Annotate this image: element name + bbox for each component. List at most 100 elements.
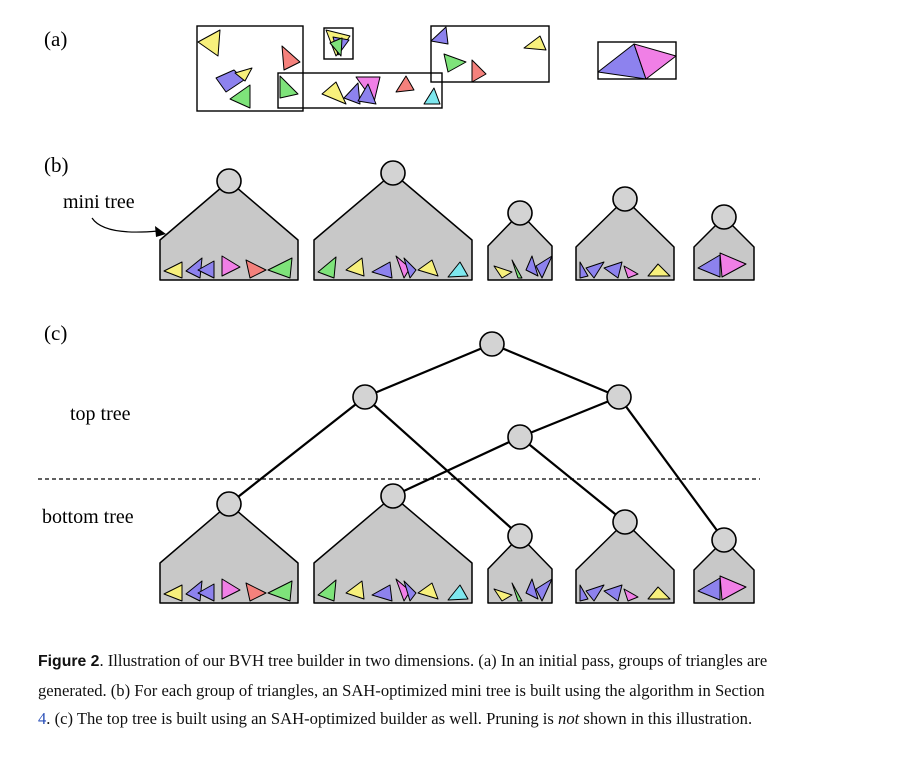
triangle xyxy=(647,586,671,600)
subtree-sm1 xyxy=(487,200,553,281)
triangle xyxy=(603,261,623,279)
subtree-shape xyxy=(487,535,553,604)
triangle xyxy=(395,255,411,279)
bottom-trees xyxy=(159,483,755,604)
triangle xyxy=(430,26,449,45)
panel-a-triangles xyxy=(197,26,677,109)
subtree-big2 xyxy=(313,483,473,604)
triangle xyxy=(623,265,639,279)
triangle xyxy=(371,584,393,602)
triangle xyxy=(197,29,221,57)
tree-edge xyxy=(491,342,620,399)
tree-edge xyxy=(519,436,626,523)
triangle xyxy=(403,257,417,279)
triangle xyxy=(163,261,183,279)
triangle xyxy=(279,75,299,99)
group-bounding-boxes xyxy=(196,25,677,112)
triangle xyxy=(221,255,241,277)
triangle xyxy=(719,252,747,278)
panel-a-label: (a) xyxy=(44,27,67,51)
triangle xyxy=(447,261,469,278)
subtree-root-node xyxy=(216,168,242,194)
tree-edge xyxy=(392,436,521,497)
bounding-box xyxy=(323,27,354,60)
tree-edge xyxy=(618,396,725,541)
bounding-box xyxy=(277,72,443,109)
figure-illustration: (a) (b) (c) mini tree top tree bottom tr… xyxy=(38,25,760,604)
subtree-big1 xyxy=(159,168,299,281)
bottom-tree-label: bottom tree xyxy=(42,506,134,528)
triangle xyxy=(633,43,677,80)
triangle xyxy=(345,580,365,600)
triangle xyxy=(423,87,441,105)
triangle xyxy=(197,583,215,602)
subtree-sm2 xyxy=(575,186,675,281)
mini-trees xyxy=(159,160,755,281)
subtree-shape xyxy=(313,495,473,604)
subtree-shape xyxy=(575,521,675,604)
subtree-sm3 xyxy=(693,204,755,281)
subtree-shape xyxy=(575,198,675,281)
triangle xyxy=(697,254,721,278)
top-tree-node xyxy=(352,384,378,410)
triangle xyxy=(371,261,393,279)
triangle xyxy=(719,575,747,601)
triangle xyxy=(447,584,469,601)
top-tree-node xyxy=(507,424,533,450)
tree-edge xyxy=(228,396,366,505)
subtree-sm3 xyxy=(693,527,755,604)
triangle xyxy=(585,584,605,602)
triangle xyxy=(345,257,365,277)
triangle xyxy=(395,75,415,93)
top-tree-edges xyxy=(228,342,725,541)
figure-caption: Figure 2. Illustration of our BVH tree b… xyxy=(38,651,768,728)
triangle xyxy=(603,584,623,602)
subtree-root-node xyxy=(507,200,533,226)
subtree-big2 xyxy=(313,160,473,281)
triangle xyxy=(471,59,487,83)
triangle xyxy=(579,584,589,602)
subtree-shape xyxy=(159,180,299,281)
triangle xyxy=(317,579,337,602)
triangle xyxy=(343,82,361,105)
section-reference-link[interactable]: 4 xyxy=(38,709,47,728)
bounding-box xyxy=(597,41,677,80)
subtree-shape xyxy=(487,212,553,281)
tree-edge xyxy=(364,396,521,537)
panel-b-label: (b) xyxy=(44,153,69,177)
triangle xyxy=(395,578,411,602)
triangle xyxy=(417,259,439,277)
triangle xyxy=(417,582,439,600)
triangle xyxy=(623,588,639,602)
triangle xyxy=(329,37,343,57)
triangle xyxy=(403,580,417,602)
triangle xyxy=(281,45,301,71)
triangle xyxy=(221,578,241,600)
subtree-root-node xyxy=(380,483,406,509)
triangle xyxy=(229,84,251,109)
top-tree-node xyxy=(606,384,632,410)
triangle xyxy=(317,256,337,279)
bounding-box xyxy=(430,25,550,83)
triangle xyxy=(511,259,523,279)
subtree-root-node xyxy=(711,204,737,230)
subtree-sm1 xyxy=(487,523,553,604)
triangle xyxy=(535,255,553,279)
triangle xyxy=(493,265,513,279)
tree-edge xyxy=(364,342,493,399)
caption-text: Illustration of our BVH tree builder in … xyxy=(38,651,768,700)
subtree-root-node xyxy=(711,527,737,553)
mini-tree-pointer-arrowhead xyxy=(155,226,166,237)
triangle xyxy=(697,577,721,601)
subtree-root-node xyxy=(507,523,533,549)
triangle xyxy=(163,584,183,602)
triangle xyxy=(245,582,267,602)
subtree-sm2 xyxy=(575,509,675,604)
triangle xyxy=(321,81,347,105)
mini-tree-pointer-arrow xyxy=(91,217,159,233)
triangle xyxy=(357,83,377,105)
triangle xyxy=(523,35,547,51)
tree-edge xyxy=(519,395,620,439)
triangle xyxy=(579,261,589,279)
triangle xyxy=(267,580,293,602)
